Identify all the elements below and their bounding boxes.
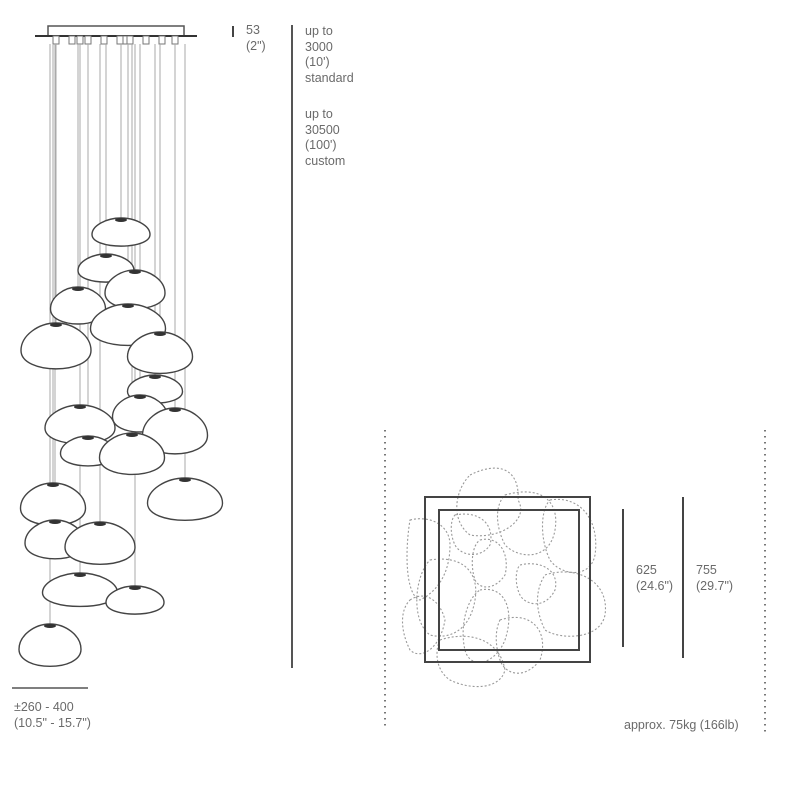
- cord-fixing: [84, 35, 92, 45]
- pendant-collar: [82, 436, 94, 440]
- glass-pendant: [141, 407, 209, 455]
- inner-footprint: [438, 509, 580, 651]
- pendant-collar: [47, 483, 59, 487]
- drop-standard-note: standard: [305, 70, 354, 85]
- pendant-collar: [126, 433, 138, 437]
- canopy-dimension: 53 (2"): [246, 23, 266, 54]
- cord-fixing: [76, 35, 84, 45]
- glass-pendant: [18, 623, 82, 667]
- glass-pendant: [105, 585, 165, 615]
- width-range-in: (10.5" - 15.7"): [14, 715, 91, 730]
- pendant-collar: [49, 520, 61, 524]
- pendant-collar: [74, 573, 86, 577]
- drop-standard: up to 3000 (10') standard: [305, 24, 354, 86]
- outer-dimension: 755 (29.7"): [696, 563, 733, 594]
- inner-dimension: 625 (24.6"): [636, 563, 673, 594]
- weight-label: approx. 75kg (166lb): [624, 718, 739, 732]
- pendant-collar: [129, 586, 141, 590]
- width-range-mm: ±260 - 400: [14, 700, 74, 714]
- pendant-collar: [154, 332, 166, 336]
- glass-pendant: [91, 217, 151, 247]
- pendant-collar: [169, 408, 181, 412]
- glass-pendant: [126, 331, 194, 374]
- canopy-height-mm: 53: [246, 23, 260, 37]
- drop-custom-mm: 30500: [305, 122, 340, 137]
- inner-size-mm: 625: [636, 563, 657, 577]
- pendant-collar: [72, 287, 84, 291]
- drop-standard-mm: 3000: [305, 39, 333, 54]
- plan-pendant-outlines: [401, 467, 606, 688]
- pendant-collar: [134, 395, 146, 399]
- width-dimension: ±260 - 400 (10.5" - 15.7"): [14, 700, 91, 731]
- cord-fixing: [52, 35, 60, 45]
- pendant-collar: [94, 522, 106, 526]
- cord-fixing: [158, 35, 166, 45]
- pendant-collar: [122, 304, 134, 308]
- cord-fixing: [116, 35, 124, 45]
- drop-custom-note: custom: [305, 153, 346, 168]
- glass-pendant: [41, 572, 119, 608]
- drop-standard-label: up to: [305, 24, 333, 38]
- inner-size-in: (24.6"): [636, 578, 674, 593]
- canopy: [35, 25, 197, 37]
- glass-pendant: [20, 322, 92, 370]
- drop-standard-ft: (10'): [305, 55, 330, 69]
- glass-pendant: [146, 477, 224, 521]
- pendants: [18, 217, 224, 667]
- drop-custom-label: up to: [305, 107, 333, 121]
- canopy-height-in: (2"): [246, 38, 266, 53]
- drop-custom-ft: (100'): [305, 138, 337, 152]
- glass-pendant: [19, 482, 87, 526]
- outer-footprint: [424, 496, 591, 663]
- pendant-collar: [129, 270, 141, 274]
- cord-fixing: [100, 35, 108, 45]
- drop-custom: up to 30500 (100') custom: [305, 107, 345, 169]
- pendant-collar: [50, 323, 62, 327]
- cord-fixing: [171, 35, 179, 45]
- glass-pendant: [64, 521, 136, 565]
- cord-fixing: [142, 35, 150, 45]
- pendant-collar: [149, 375, 161, 379]
- cord-fixing: [126, 35, 134, 45]
- cord-fixing: [68, 35, 76, 45]
- pendant-collar: [100, 254, 112, 258]
- glass-pendant: [98, 432, 166, 475]
- outer-size-in: (29.7"): [696, 578, 734, 593]
- glass-pendant: [49, 286, 107, 325]
- pendant-collar: [74, 405, 86, 409]
- pendant-collar: [115, 218, 127, 222]
- outer-size-mm: 755: [696, 563, 717, 577]
- pendant-collar: [44, 624, 56, 628]
- pendant-collar: [179, 478, 191, 482]
